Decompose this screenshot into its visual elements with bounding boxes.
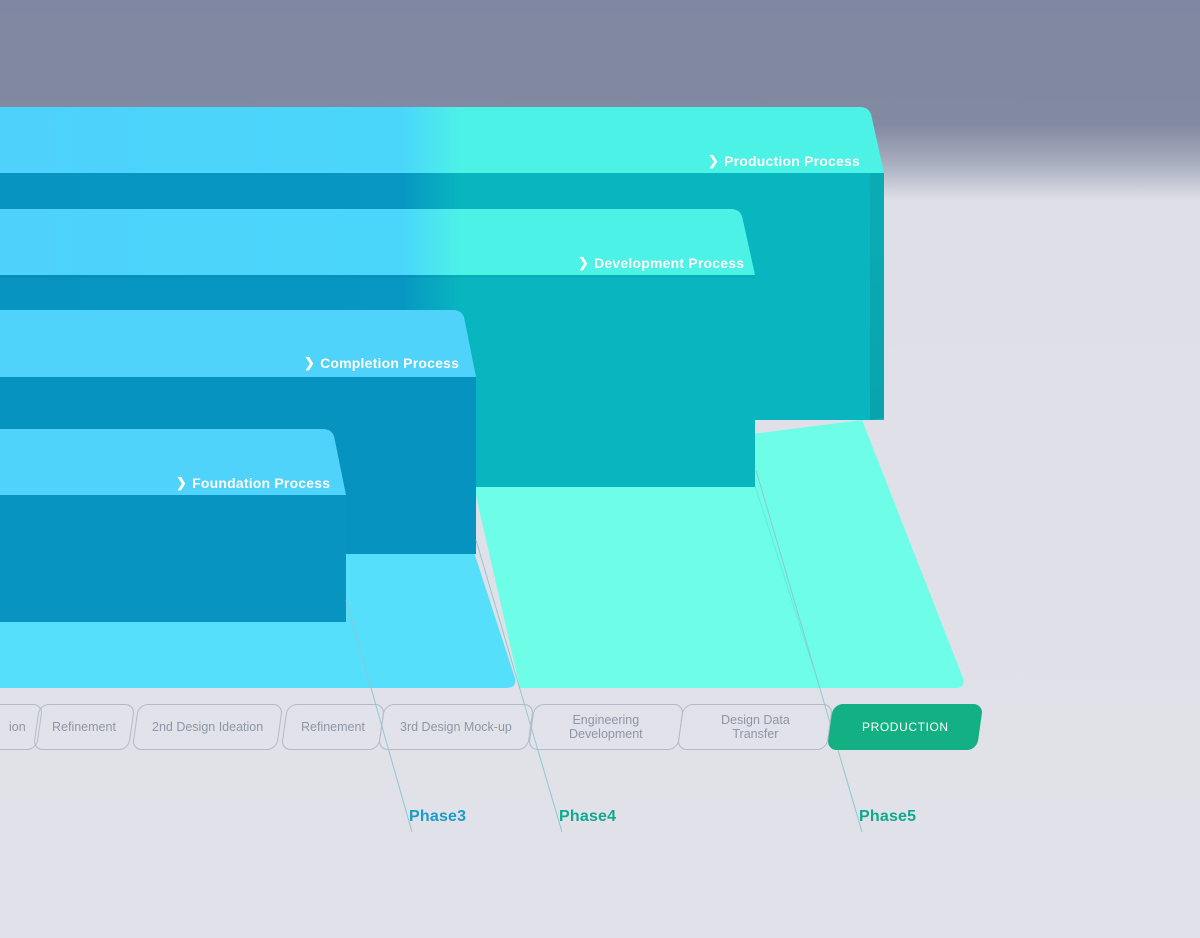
phase-label-4: Phase4 (559, 808, 617, 825)
step-box-design-data-transfer[interactable]: Design Data Transfer (676, 704, 834, 750)
phase-guide-lines (345, 469, 863, 833)
step-box-3rd-design-mock-up[interactable]: 3rd Design Mock-up (377, 704, 535, 750)
stage-label-text: Development Process (594, 255, 745, 271)
floor-mint-divider (749, 469, 821, 689)
phase-label-3: Phase3 (409, 808, 467, 825)
stage-label-text: Foundation Process (192, 475, 331, 491)
stage-label-completion: ❯ Completion Process (304, 355, 459, 372)
chevron-right-icon: ❯ (304, 355, 316, 370)
chevron-right-icon: ❯ (176, 475, 188, 490)
step-label: Refinement (52, 720, 116, 734)
step-label: PRODUCTION (861, 720, 949, 734)
stage-label-text: Completion Process (320, 355, 460, 371)
step-box-engineering-development[interactable]: Engineering Development (527, 704, 685, 750)
step-label: 3rd Design Mock-up (400, 720, 512, 734)
step-label: Refinement (301, 720, 365, 734)
chevron-right-icon: ❯ (578, 255, 590, 270)
chevron-right-icon: ❯ (708, 153, 720, 168)
step-box-refinement-2[interactable]: Refinement (280, 704, 386, 750)
block-foundation (0, 429, 346, 622)
stage-label-production: ❯ Production Process (708, 153, 860, 170)
stage-label-foundation: ❯ Foundation Process (176, 475, 330, 492)
step-box-production[interactable]: PRODUCTION (826, 704, 984, 750)
step-label: Engineering Development (569, 713, 643, 741)
step-label: ion (8, 720, 26, 734)
step-label: 2nd Design Ideation (151, 720, 264, 734)
step-box-refinement-1[interactable]: Refinement (32, 704, 136, 750)
step-box-2nd-design-ideation[interactable]: 2nd Design Ideation (131, 704, 284, 750)
phase-label-5: Phase5 (859, 808, 917, 825)
stage-label-text: Production Process (724, 153, 860, 169)
stage-label-development: ❯ Development Process (578, 255, 744, 272)
step-label: Design Data Transfer (720, 713, 790, 741)
